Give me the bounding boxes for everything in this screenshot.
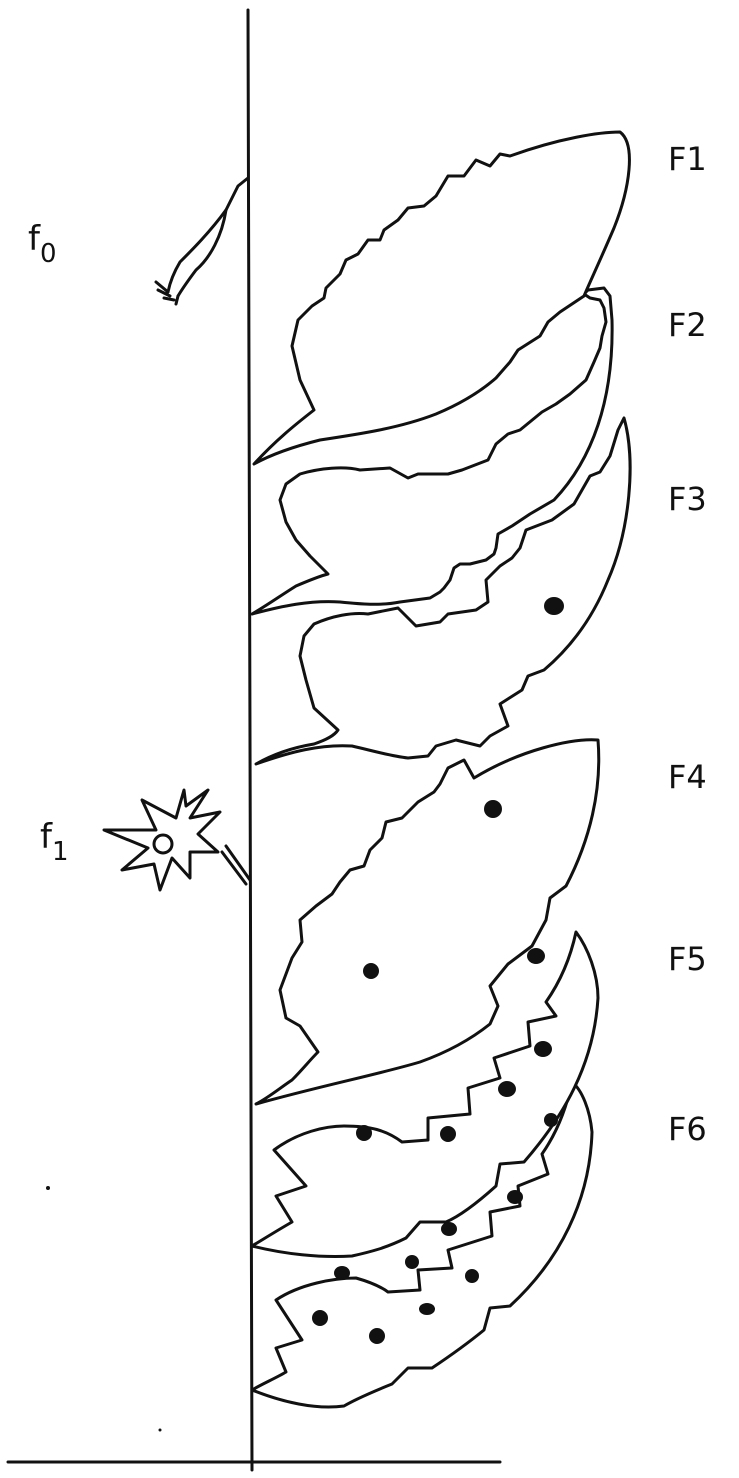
leaf-spot [534, 1041, 552, 1057]
leaf-spot [440, 1126, 456, 1142]
label-f1: f1 [40, 817, 69, 867]
leaf-spot [544, 1113, 558, 1127]
leaf-spot [369, 1328, 385, 1344]
leaf-F5 [250, 930, 600, 1259]
label-F3: F3 [668, 480, 707, 518]
leaf-F1 [252, 130, 631, 466]
label-F4: F4 [668, 758, 707, 796]
scan-speck [46, 1186, 50, 1190]
stem-line [246, 8, 254, 1472]
flower-f1 [102, 788, 252, 892]
leaf-spot [334, 1266, 350, 1280]
leaf-F3-spots [544, 597, 564, 615]
leaf-F4-spots [363, 800, 545, 979]
label-F5: F5 [668, 940, 707, 978]
leaf-F6 [250, 1080, 594, 1409]
leaf-spot [507, 1190, 523, 1204]
scan-speck [158, 1428, 162, 1432]
label-F2: F2 [668, 306, 707, 344]
leaf-F4 [254, 738, 601, 1106]
leaf-spot [465, 1269, 479, 1283]
flower-f1-center [152, 833, 174, 855]
leaf-F5-spots [356, 1041, 552, 1142]
label-F6: F6 [668, 1110, 707, 1148]
label-F1: F1 [668, 140, 707, 178]
leaf-spot [498, 1081, 516, 1097]
leaf-spot [484, 800, 502, 818]
leaf-spot [312, 1310, 328, 1326]
leaf-spot [419, 1303, 435, 1315]
leaf-F3 [254, 416, 632, 766]
leaf-spot [544, 597, 564, 615]
leaf-F6-spots [312, 1113, 558, 1344]
leaf-spot [405, 1255, 419, 1269]
leaf-spot [363, 963, 379, 979]
leaf-spot [356, 1125, 372, 1141]
leaf-spot [441, 1222, 457, 1236]
leaf-spot [527, 948, 545, 964]
flower-f0 [154, 176, 250, 306]
label-f0: f0 [28, 219, 57, 269]
